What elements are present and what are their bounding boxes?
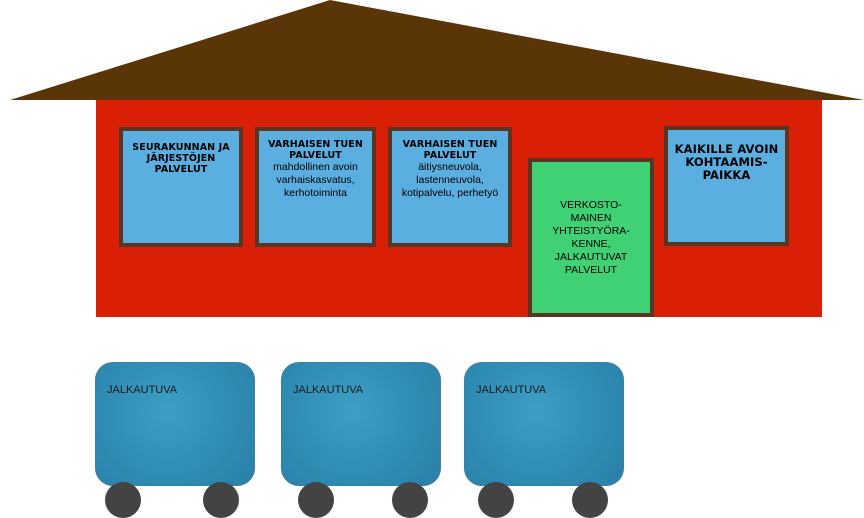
cart-3: JALKAUTUVA xyxy=(464,362,624,486)
box-varhainen-tuki-1: VARHAISEN TUEN PALVELUT mahdollinen avoi… xyxy=(255,127,376,247)
box-seurakunta: SEURAKUNNAN JA JÄRJESTÖJEN PALVELUT xyxy=(119,127,243,247)
box-seurakunta-title: SEURAKUNNAN JA JÄRJESTÖJEN PALVELUT xyxy=(132,142,230,175)
cart-1-wheel-left xyxy=(105,482,141,518)
cart-1-wheel-right xyxy=(203,482,239,518)
cart-1-label: JALKAUTUVA xyxy=(107,384,178,396)
roof xyxy=(10,0,864,100)
box-varhainen-tuki-1-title: VARHAISEN TUEN PALVELUT xyxy=(268,139,363,161)
cart-3-label: JALKAUTUVA xyxy=(476,384,547,396)
box-varhainen-tuki-2-title: VARHAISEN TUEN PALVELUT xyxy=(402,139,498,161)
cart-1: JALKAUTUVA xyxy=(95,362,255,486)
cart-2-label: JALKAUTUVA xyxy=(293,384,364,396)
box-varhainen-tuki-1-body: mahdollinen avoin varhaiskasvatus, kerho… xyxy=(273,161,358,199)
cart-2: JALKAUTUVA xyxy=(281,362,441,486)
cart-2-wheel-right xyxy=(392,482,428,518)
roof-shape xyxy=(10,0,864,100)
door-verkosto-text: VERKOSTO-MAINEN YHTEISTYÖRA-KENNE, JALKA… xyxy=(552,198,630,276)
box-varhainen-tuki-2-body: äitiysneuvola, lastenneuvola, kotipalvel… xyxy=(401,161,499,199)
door-verkosto: VERKOSTO-MAINEN YHTEISTYÖRA-KENNE, JALKA… xyxy=(528,158,654,317)
box-kaikille-avoin: KAIKILLE AVOIN KOHTAAMIS-PAIKKA xyxy=(664,126,789,246)
cart-2-wheel-left xyxy=(298,482,334,518)
cart-3-wheel-left xyxy=(478,482,514,518)
box-varhainen-tuki-2: VARHAISEN TUEN PALVELUT äitiysneuvola, l… xyxy=(388,127,512,247)
box-kaikille-avoin-title: KAIKILLE AVOIN KOHTAAMIS-PAIKKA xyxy=(674,142,779,182)
cart-3-wheel-right xyxy=(572,482,608,518)
